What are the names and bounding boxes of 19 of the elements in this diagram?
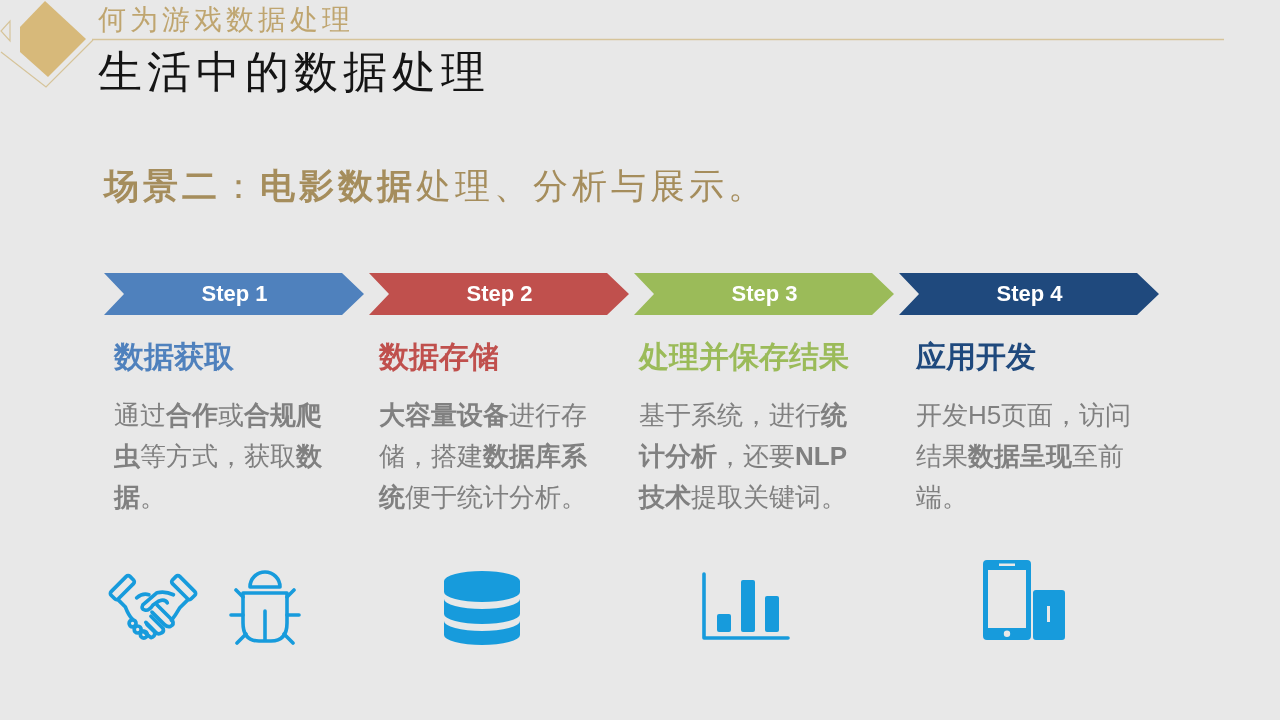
step-banner	[104, 273, 364, 315]
step-title: 应用开发	[916, 339, 1036, 375]
step-banner	[899, 273, 1159, 315]
step-title: 数据获取	[114, 339, 234, 375]
step-label: Step 4	[996, 283, 1063, 305]
scenario-heading: 场景二：电影数据处理、分析与展示。	[104, 165, 767, 207]
step-label: Step 1	[201, 283, 268, 305]
step-label: Step 2	[466, 283, 533, 305]
step-title: 处理并保存结果	[639, 339, 849, 375]
step-banner	[634, 273, 894, 315]
step-description: 基于系统，进行统计分析，还要NLP技术提取关键词。	[639, 399, 848, 514]
step-description: 大容量设备进行存储，搭建数据库系统便于统计分析。	[379, 399, 588, 514]
section-heading: 何为游戏数据处理	[98, 3, 354, 37]
step-description: 开发H5页面，访问结果数据呈现至前端。	[916, 399, 1133, 514]
step-description: 通过合作或合规爬虫等方式，获取数据。	[114, 399, 323, 514]
slide-title: 生活中的数据处理	[98, 46, 490, 98]
step-banner	[369, 273, 629, 315]
step-label: Step 3	[731, 283, 798, 305]
step-title: 数据存储	[379, 339, 499, 375]
